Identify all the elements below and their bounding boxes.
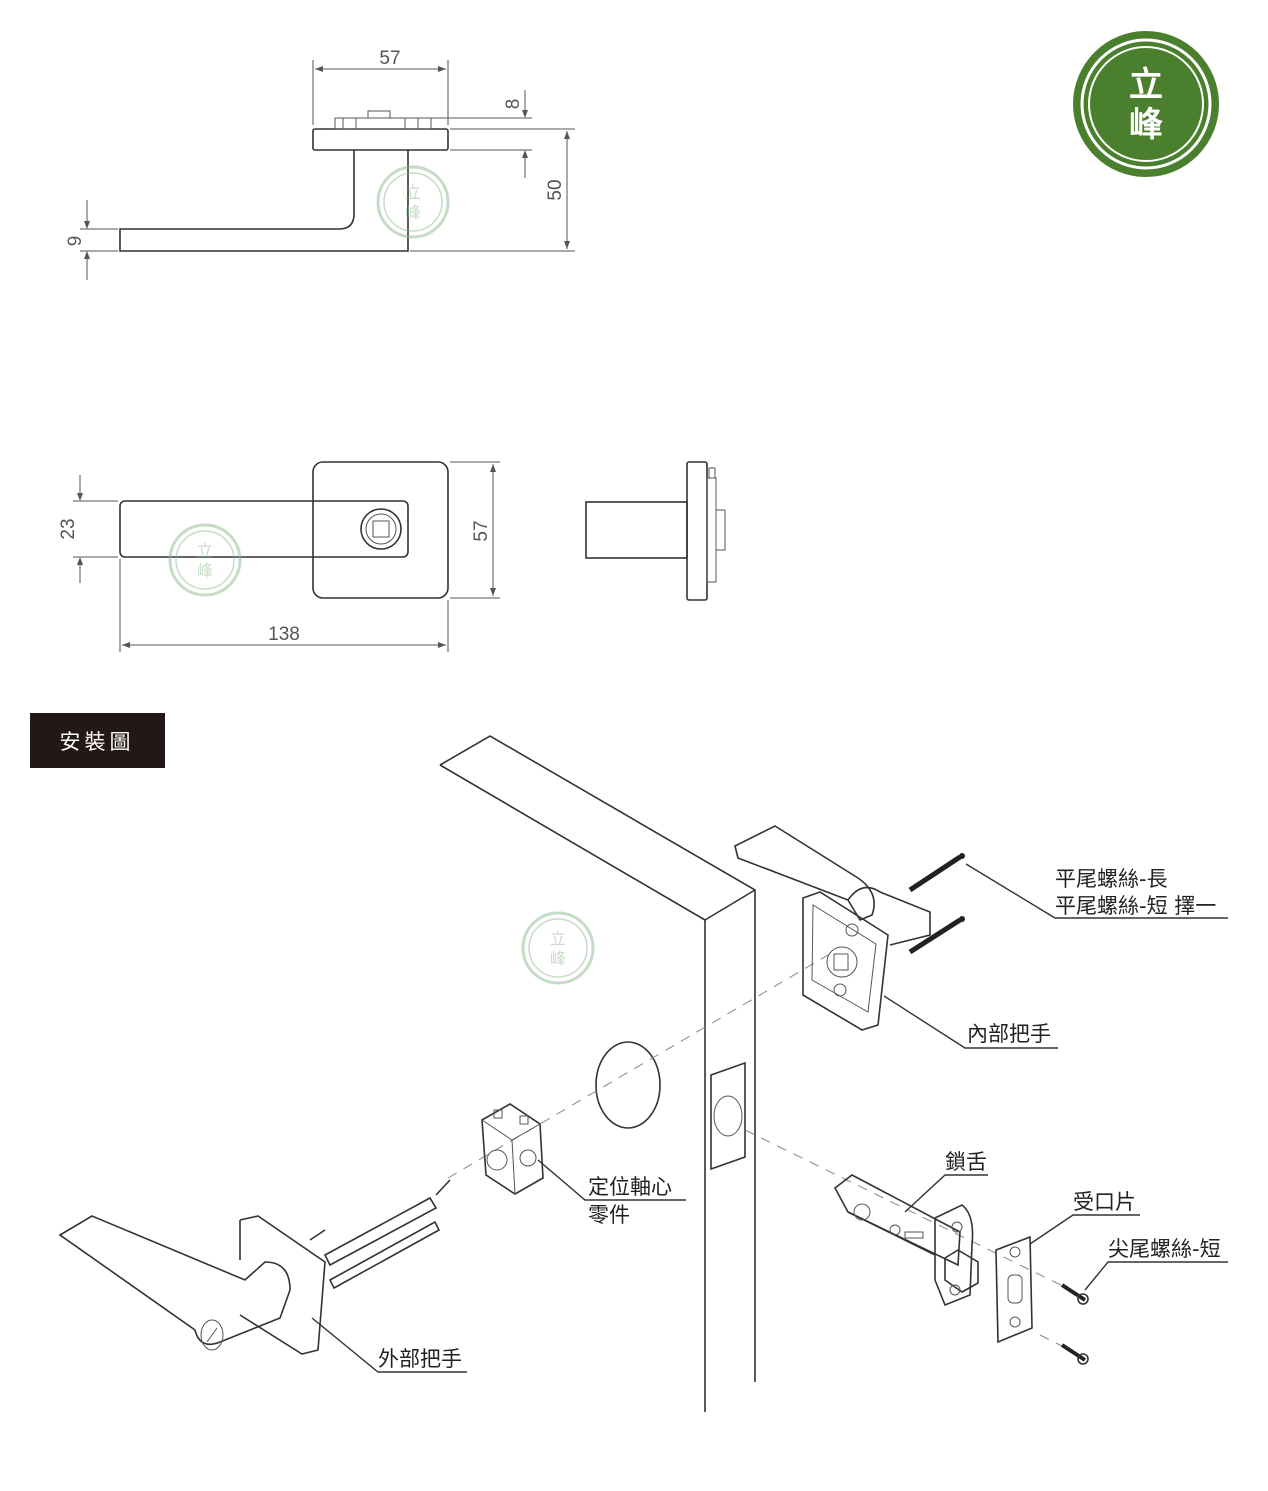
label-inner-handle: 內部把手 (967, 1022, 1051, 1046)
watermark-seal: 立 峰 (376, 165, 450, 239)
watermark-char-2: 峰 (197, 561, 213, 580)
label-outer-handle: 外部把手 (378, 1347, 462, 1371)
watermark-seal: 立 峰 (521, 911, 595, 985)
watermark-seal: 立 峰 (168, 523, 242, 597)
label-screw-short-choice: 平尾螺絲-短 擇一 (1055, 894, 1216, 918)
watermark-char-2: 峰 (550, 949, 566, 968)
part-labels: 平尾螺絲-長 平尾螺絲-短 擇一 內部把手 定位軸心 零件 鎖舌 受口片 尖尾螺… (311, 863, 1228, 1373)
door (439, 735, 756, 1412)
latch (833, 1174, 979, 1307)
pointed-screws (1060, 1283, 1089, 1365)
label-latch: 鎖舌 (945, 1150, 987, 1174)
spindle-part (481, 1103, 544, 1195)
label-spindle-line2: 零件 (588, 1203, 630, 1227)
end-view (585, 461, 726, 601)
front-view: 23 57 138 (58, 461, 500, 652)
label-strike-plate: 受口片 (1073, 1190, 1136, 1214)
dim-rose-height: 57 (471, 520, 492, 541)
inner-handle (734, 825, 965, 1031)
dim-lever-thickness: 9 (65, 236, 86, 247)
alignment-lines (447, 954, 1079, 1355)
label-pointed-screw: 尖尾螺絲-短 (1108, 1237, 1221, 1261)
watermark-char-1: 立 (550, 929, 566, 948)
logo-char-1: 立 (1129, 65, 1163, 105)
watermark-char-1: 立 (405, 183, 421, 202)
dim-lever-height: 23 (58, 518, 79, 539)
brand-logo: 立 峰 (1073, 31, 1219, 177)
label-spindle-line1: 定位軸心 (588, 1175, 672, 1199)
installation-banner: 安裝圖 (30, 713, 165, 768)
dim-lever-length: 138 (268, 624, 300, 645)
side-view: 57 8 50 9 (65, 48, 575, 280)
installation-title: 安裝圖 (60, 730, 135, 754)
dim-projection: 50 (545, 179, 566, 200)
watermark-char-1: 立 (197, 541, 213, 560)
watermark-char-2: 峰 (405, 203, 421, 222)
dim-rose-thickness: 8 (503, 99, 524, 110)
label-screw-long: 平尾螺絲-長 (1055, 867, 1168, 891)
dim-side-width: 57 (379, 48, 400, 69)
outer-handle (58, 1179, 451, 1355)
logo-char-2: 峰 (1129, 105, 1163, 145)
strike-plate (995, 1235, 1033, 1344)
